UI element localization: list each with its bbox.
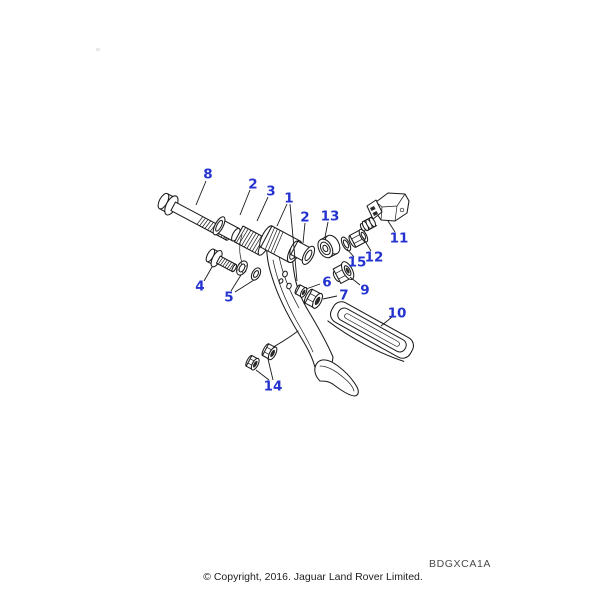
part-14-nut-illustration [245, 354, 260, 371]
leader-line-12 [361, 235, 372, 252]
pedal-arm-illustration [266, 232, 359, 397]
part-13-grommet-illustration [317, 234, 341, 259]
leader-line-10 [380, 316, 393, 327]
part-label-8: 8 [203, 167, 212, 183]
leader-line-4 [203, 266, 213, 282]
leader-line-14 [267, 358, 274, 381]
switch-plunger-illustration [359, 216, 378, 232]
leader-line-2 [302, 222, 306, 244]
part-label-1: 1 [284, 191, 293, 207]
part-4-bolt-illustration [205, 248, 238, 273]
leader-line-7 [322, 295, 338, 300]
part-2-bush-right-illustration [289, 240, 316, 265]
leader-line-5 [234, 279, 255, 293]
part-7-nut-illustration [303, 288, 324, 309]
part-label-2: 2 [248, 177, 257, 193]
leader-line-14 [255, 369, 270, 381]
part-label-9: 9 [360, 283, 369, 299]
part-label-3: 3 [266, 184, 275, 200]
pedal-foot-illustration [314, 359, 359, 397]
part-5-lock-washer-illustration [236, 260, 248, 276]
part-label-15: 15 [348, 255, 367, 271]
leader-line-15 [346, 248, 355, 258]
part-9-flanged-nut-illustration [332, 261, 355, 284]
copyright-text: © Copyright, 2016. Jaguar Land Rover Lim… [203, 571, 423, 583]
part-label-12: 12 [365, 250, 384, 266]
part-2-bush-left-illustration [212, 216, 241, 242]
part-label-7: 7 [339, 288, 348, 304]
part-5-washer-illustration [250, 267, 262, 281]
leader-line-11 [387, 220, 396, 233]
part-14-nut-illustration [261, 343, 278, 361]
part-label-13: 13 [321, 209, 340, 225]
leader-line-1 [289, 203, 298, 282]
leader-line-13 [324, 221, 329, 238]
diagram-code: BDGXCA1A [429, 558, 491, 570]
part-label-5: 5 [224, 290, 233, 306]
part-label-2: 2 [300, 210, 309, 226]
part-6-nut-illustration [294, 284, 308, 298]
part-12-retainer-illustration [348, 228, 369, 248]
part-15-washer-illustration [340, 236, 352, 252]
part-label-14: 14 [264, 379, 283, 395]
part-label-11: 11 [390, 231, 409, 247]
part-label-6: 6 [322, 275, 331, 291]
part-10-pedal-pad-illustration [327, 301, 414, 362]
stray-mark [96, 48, 100, 51]
leader-line-8 [195, 180, 207, 206]
leader-line-9 [349, 276, 361, 286]
leader-line-5 [230, 274, 242, 292]
part-label-10: 10 [388, 306, 407, 322]
leader-line-3 [256, 196, 269, 222]
part-11-switch-illustration [366, 192, 410, 222]
part-label-4: 4 [195, 279, 204, 295]
leader-line-2 [239, 189, 251, 216]
leader-line-6 [305, 283, 321, 290]
leader-line-1 [276, 203, 288, 227]
